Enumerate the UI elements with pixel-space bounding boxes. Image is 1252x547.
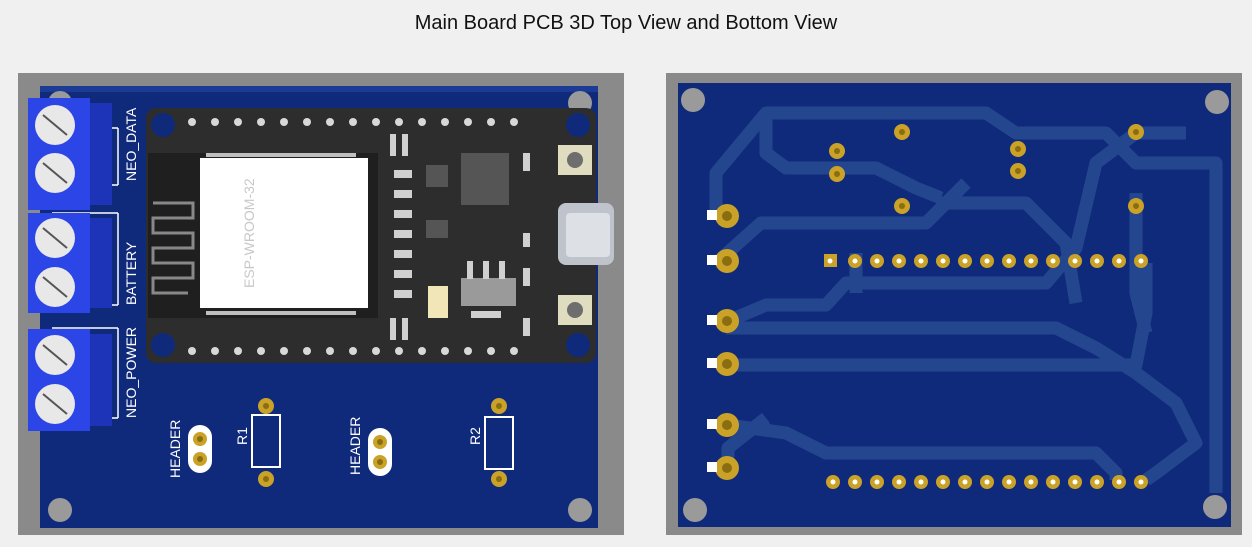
transistor-chip: [426, 165, 448, 187]
esp32-pin-row-upper: [824, 254, 1148, 268]
mounting-hole: [48, 498, 72, 522]
mounting-hole: [683, 498, 707, 522]
resistor-label-r1: R1: [234, 427, 250, 445]
esp-wroom-32-shield: [200, 158, 368, 308]
header-label-right: HEADER: [347, 417, 363, 475]
mounting-hole: [681, 88, 705, 112]
transistor-chip: [426, 220, 448, 238]
label-battery: BATTERY: [123, 241, 139, 305]
page-title: Main Board PCB 3D Top View and Bottom Vi…: [414, 12, 838, 34]
led-component: [428, 286, 448, 318]
header-right: [368, 428, 392, 476]
mounting-hole: [568, 498, 592, 522]
terminal-pads-bottom: [707, 204, 739, 480]
terminal-block-neo-data: [28, 98, 112, 210]
esp32-pin-row-lower: [826, 475, 1148, 489]
mounting-hole: [1205, 90, 1229, 114]
terminal-block-battery: [28, 213, 112, 313]
pcb-top-view: NEO_DATA BATTERY NEO_POWER ESP-WROOM-32: [18, 73, 624, 535]
label-neo-power: NEO_POWER: [123, 327, 139, 418]
pcb-bottom-view: [666, 73, 1242, 535]
label-neo-data: NEO_DATA: [123, 107, 139, 181]
usb-uart-chip: [461, 153, 509, 205]
esp32-devkit-module: ESP-WROOM-32: [146, 108, 614, 363]
resistor-label-r2: R2: [467, 427, 483, 445]
terminal-block-neo-power: [28, 329, 112, 431]
module-label: ESP-WROOM-32: [241, 178, 257, 288]
copper-traces: [709, 106, 1223, 493]
header-left: [188, 425, 212, 473]
mounting-hole: [1203, 495, 1227, 519]
antenna-trace: [151, 201, 195, 295]
header-label-left: HEADER: [167, 420, 183, 478]
resistor-r2: [484, 398, 514, 487]
voltage-regulator: [461, 278, 516, 306]
resistor-r1: [251, 398, 281, 487]
